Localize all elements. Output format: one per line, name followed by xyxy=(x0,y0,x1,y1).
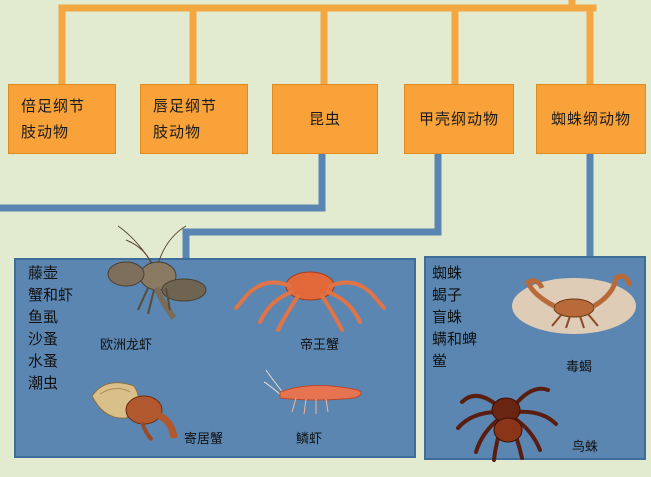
arachnid-species-list: 蜘蛛 蝎子 盲蛛 螨和蜱 鲎 xyxy=(432,262,477,372)
scorpion-illustration xyxy=(512,273,636,334)
tarantula-illustration xyxy=(456,386,558,462)
caption-lobster: 欧洲龙虾 xyxy=(100,338,153,353)
list-item: 沙蚤 xyxy=(28,330,59,348)
list-item: 蝎子 xyxy=(432,286,463,304)
list-item: 蟹和虾 xyxy=(28,286,74,304)
king-crab-illustration xyxy=(234,271,386,332)
crustacean-species-list: 藤壶 蟹和虾 鱼虱 沙蚤 水蚤 潮虫 xyxy=(28,262,73,394)
category-label: 蜘蛛纲动物 xyxy=(550,110,631,128)
list-item: 鱼虱 xyxy=(28,308,59,326)
category-label: 甲壳纲动物 xyxy=(418,110,499,128)
category-label-line2: 肢动物 xyxy=(21,123,70,141)
caption-tarantula: 鸟蛛 xyxy=(572,440,599,455)
category-box-arachnida: 蜘蛛纲动物 xyxy=(536,84,646,154)
list-item: 盲蛛 xyxy=(432,308,463,326)
list-item: 藤壶 xyxy=(28,264,59,282)
category-label: 昆虫 xyxy=(308,110,341,128)
crustacean-panel xyxy=(14,258,416,458)
list-item: 水蚤 xyxy=(28,352,59,370)
list-item: 蜘蛛 xyxy=(432,264,463,282)
category-box-myriapoda: 倍足纲节 肢动物 xyxy=(8,84,116,154)
list-item: 螨和蜱 xyxy=(432,330,478,348)
lobster-illustration xyxy=(107,225,207,320)
krill-illustration xyxy=(263,369,362,415)
caption-scorpion: 毒蝎 xyxy=(566,360,593,375)
caption-hermit-crab: 寄居蟹 xyxy=(184,432,224,447)
category-label-line1: 唇足纲节 xyxy=(153,97,218,115)
list-item: 潮虫 xyxy=(28,374,59,392)
caption-krill: 鳞虾 xyxy=(296,432,323,447)
hermit-crab-illustration xyxy=(91,382,178,442)
category-label-line2: 肢动物 xyxy=(153,123,202,141)
category-box-crustacea: 甲壳纲动物 xyxy=(404,84,514,154)
caption-king-crab: 帝王蟹 xyxy=(300,338,340,353)
category-label-line1: 倍足纲节 xyxy=(21,97,86,115)
category-box-insecta: 昆虫 xyxy=(272,84,378,154)
list-item: 鲎 xyxy=(432,352,448,370)
category-box-chilopoda: 唇足纲节 肢动物 xyxy=(140,84,248,154)
